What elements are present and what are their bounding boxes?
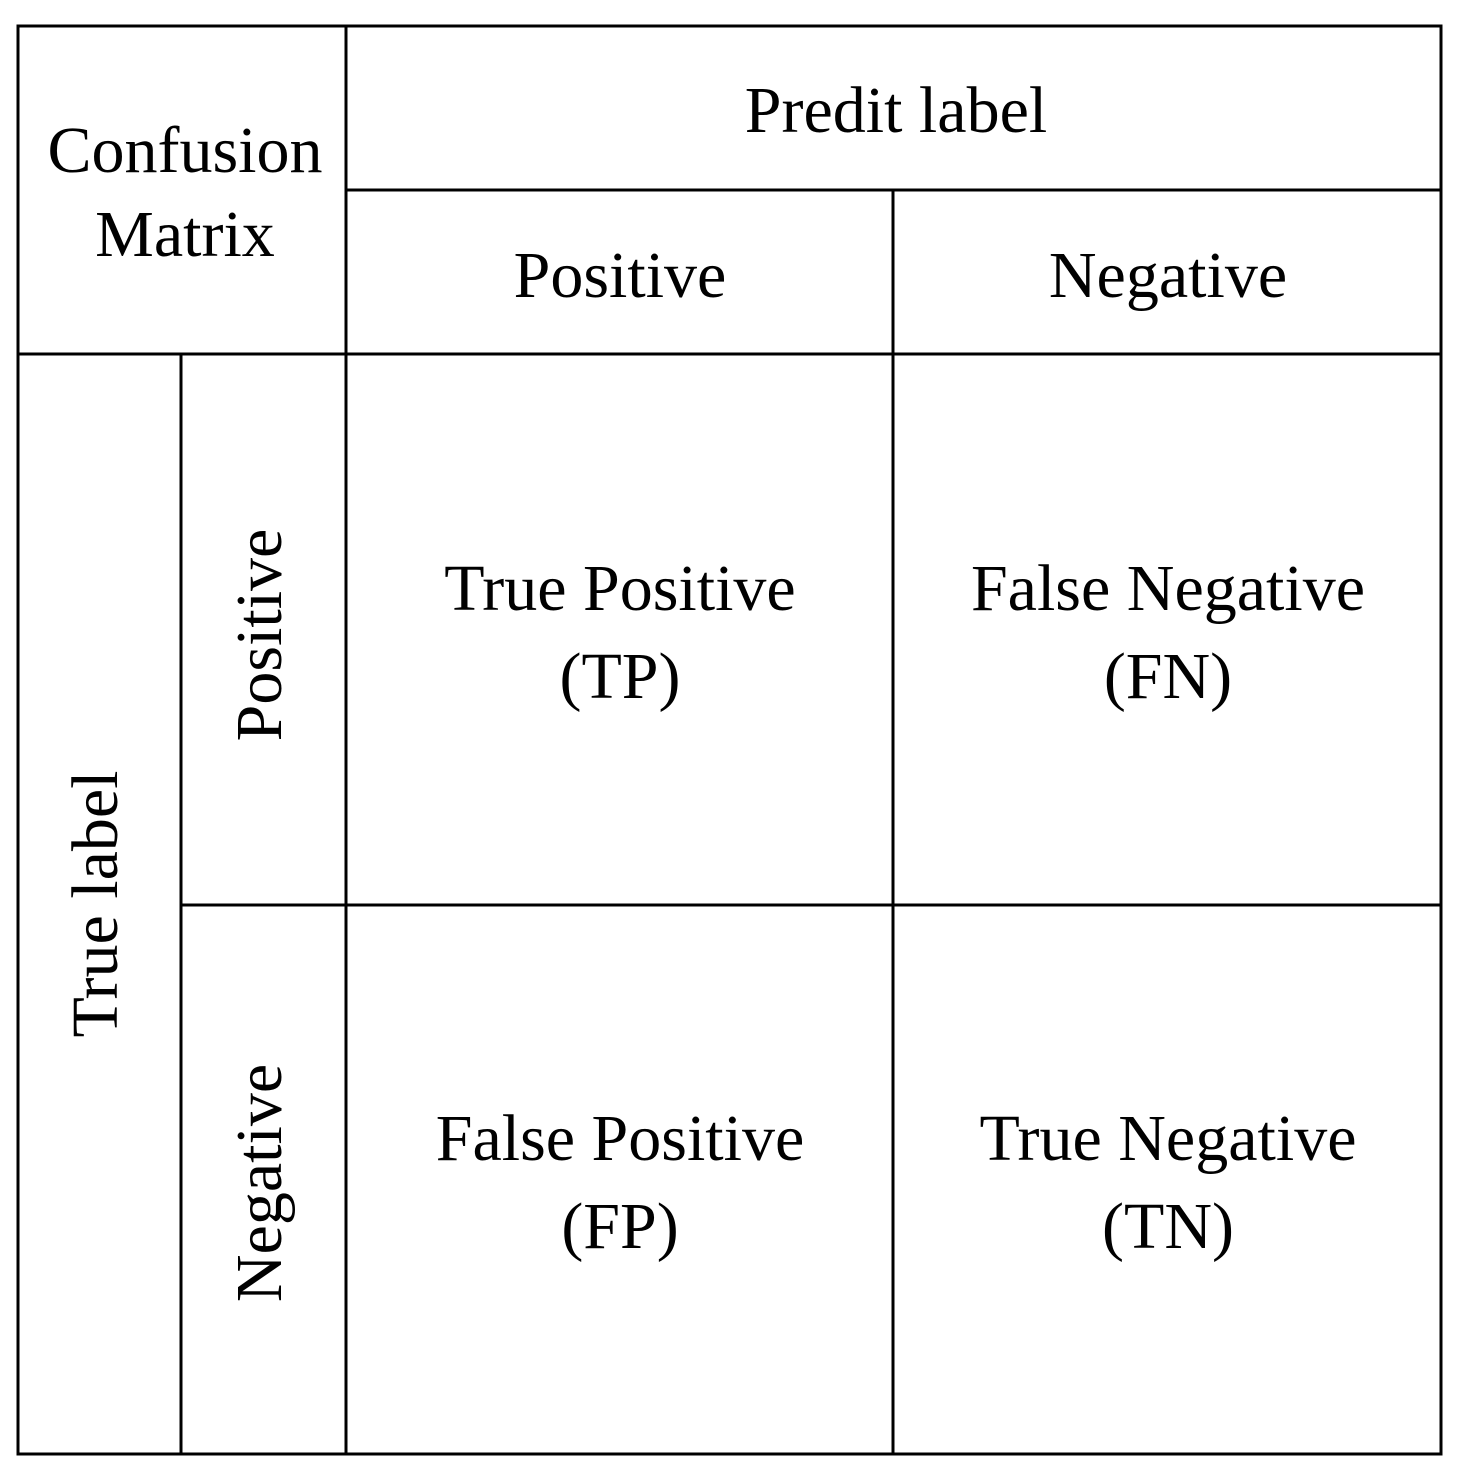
cell-true-positive: True Positive (TP) <box>444 552 795 713</box>
cell-tp-name: True Positive <box>444 552 795 625</box>
cell-fp-abbr: (FP) <box>561 1190 678 1263</box>
cell-false-positive: False Positive (FP) <box>436 1102 805 1263</box>
true-class-negative: Negative <box>223 1064 296 1302</box>
corner-title-line2: Matrix <box>95 198 275 271</box>
predicted-class-positive: Positive <box>514 239 727 312</box>
predicted-label-header: Predit label <box>745 74 1047 147</box>
cell-false-negative: False Negative (FN) <box>971 552 1365 713</box>
cell-fn-abbr: (FN) <box>1104 640 1232 713</box>
cell-fn-name: False Negative <box>971 552 1365 625</box>
true-label-header: True label <box>59 770 132 1037</box>
true-class-positive: Positive <box>223 529 296 742</box>
cell-true-negative: True Negative (TN) <box>980 1102 1357 1263</box>
cell-tp-abbr: (TP) <box>560 640 681 713</box>
cell-tn-name: True Negative <box>980 1102 1357 1175</box>
corner-cell: Confusion Matrix <box>47 114 322 271</box>
cell-tn-abbr: (TN) <box>1102 1190 1234 1263</box>
predicted-class-negative: Negative <box>1049 239 1287 312</box>
table-grid <box>16 24 1443 1456</box>
corner-title-line1: Confusion <box>47 114 322 187</box>
table-outer-border <box>16 24 1443 1456</box>
cell-fp-name: False Positive <box>436 1102 805 1175</box>
